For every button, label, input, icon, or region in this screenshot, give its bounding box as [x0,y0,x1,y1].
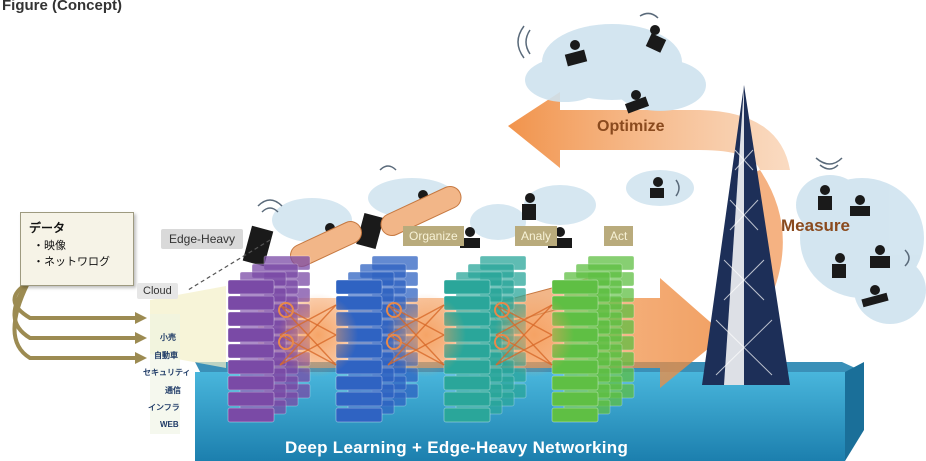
cloud-label: Cloud [137,283,178,299]
figure-title: Figure (Concept) [2,0,122,14]
bottom-caption: Deep Learning + Edge-Heavy Networking [285,438,629,457]
block-stack-blue [335,255,419,423]
optimize-label: Optimize [597,118,665,135]
measure-label: Measure [781,216,850,235]
data-input-arrows [12,281,135,360]
stage-label-organize: Organize [403,226,464,246]
industry-automotive: 自動車 [154,351,178,360]
industry-retail: 小売 [160,333,176,342]
edge-heavy-label: Edge-Heavy [161,229,244,249]
stage-label-analyze: Analy [515,226,558,246]
data-note: データ ・映像 ・ネットワログ [20,212,134,286]
tower [702,85,790,385]
data-note-line-netlog: ・ネットワログ [33,256,110,268]
data-note-title: データ [29,221,66,235]
cloud-top [525,24,706,111]
industry-infrastructure: インフラ [148,403,180,412]
industry-web: WEB [160,420,179,429]
industry-security: セキュリティ [143,368,191,377]
block-connections [278,293,574,377]
data-note-line-video: ・映像 [33,240,66,252]
edge-cloud-link [187,239,271,291]
optimize-arrow [508,92,790,170]
wifi-signals [257,12,910,267]
stage-label-act: Act [604,226,634,246]
industry-telecom: 通信 [165,386,181,395]
